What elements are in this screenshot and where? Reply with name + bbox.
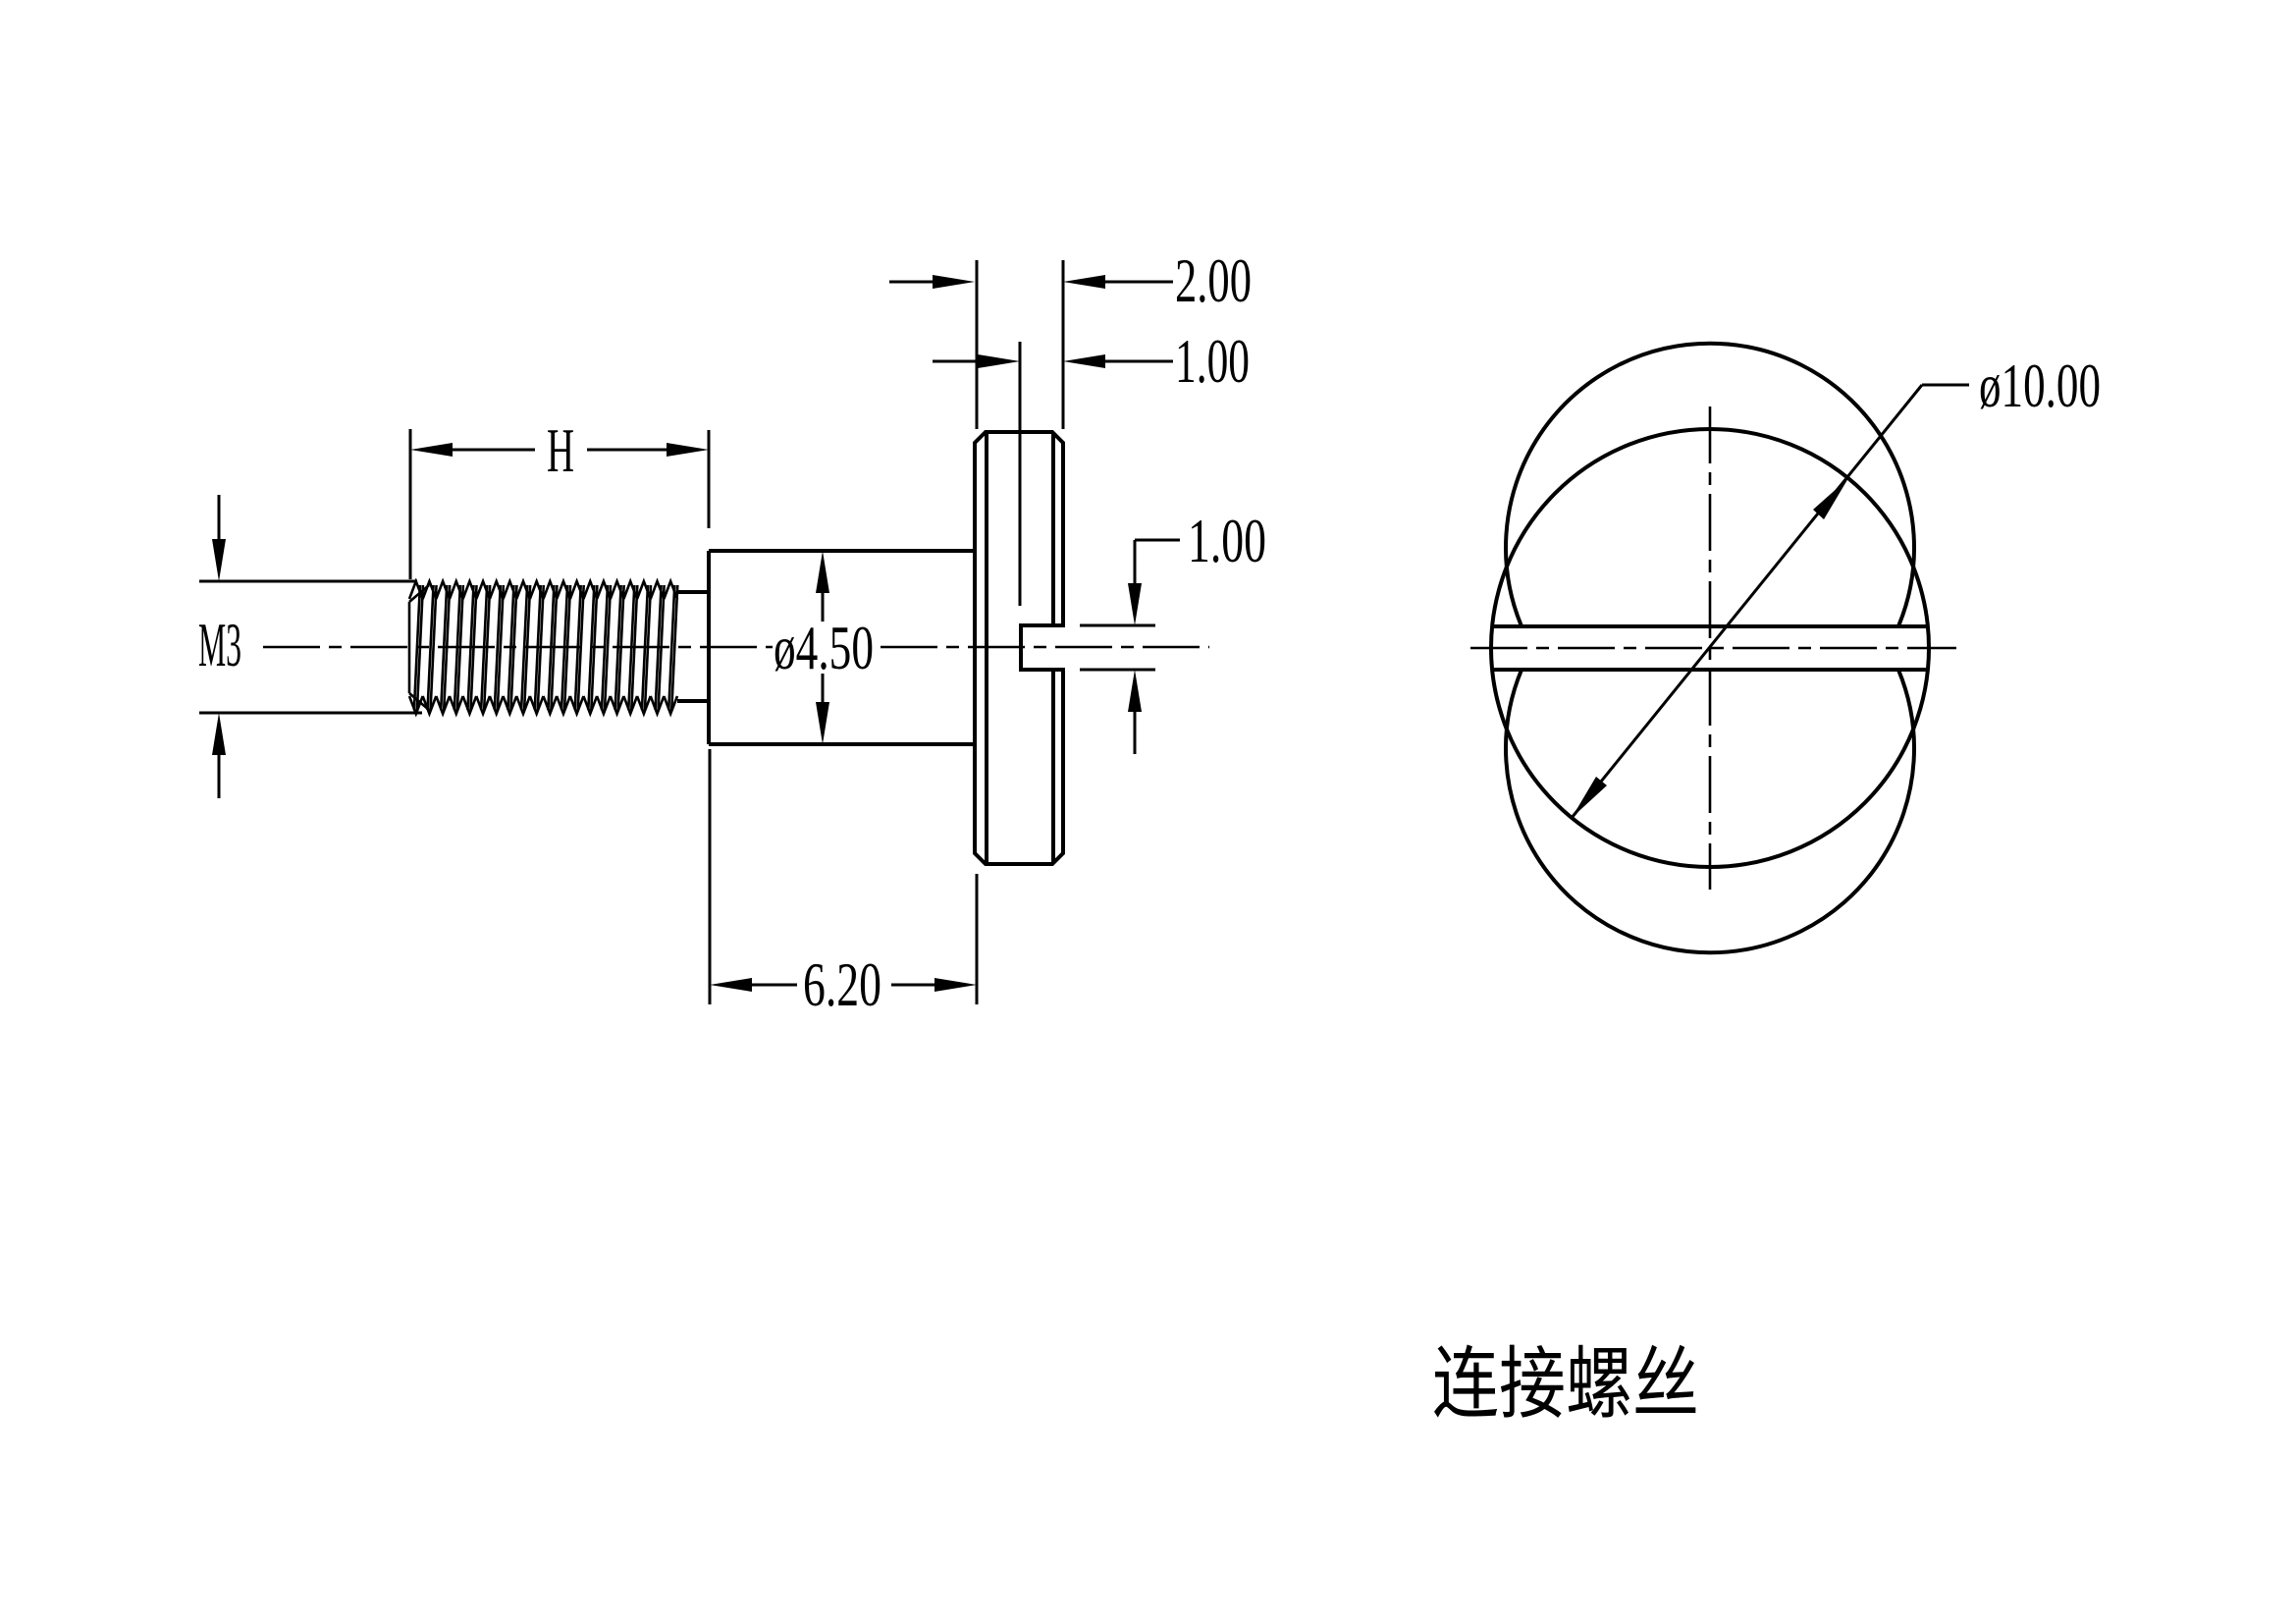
shank-length-label: 6.20 (803, 949, 881, 1019)
m3-thread-dimension: M3 (198, 495, 422, 798)
slot-width-dimension: 1.00 (1080, 506, 1266, 754)
arrowhead (1813, 478, 1848, 519)
shank-diameter-dimension: ø4.50 (774, 551, 874, 744)
arrowhead (1128, 583, 1142, 625)
arrowhead (1572, 777, 1607, 818)
arrowhead (816, 551, 829, 593)
arrowhead (978, 354, 1020, 368)
shank-length-dimension: 6.20 (708, 749, 979, 1019)
head-chamfer-circle-upper (1504, 341, 1916, 627)
head-outline (973, 430, 1065, 866)
threaded-section (407, 579, 709, 716)
head-thickness-dimension: 2.00 (889, 245, 1252, 429)
head-diameter-label: ø10.00 (1979, 351, 2101, 420)
arrowhead (1063, 275, 1105, 289)
arrowhead (212, 539, 226, 581)
side-view-dimensions: M3 H ø4.50 2.00 (198, 245, 1266, 1019)
thread-length-label: H (547, 415, 574, 485)
head-chamfer-circle-lower (1504, 669, 1916, 955)
arrowhead (667, 443, 709, 457)
slot-width-label: 1.00 (1188, 506, 1266, 575)
arrowhead (410, 443, 453, 457)
slot-depth-label: 1.00 (1175, 326, 1250, 396)
arrowhead (933, 275, 975, 289)
arrowhead (212, 713, 226, 755)
thread-length-dimension: H (408, 415, 711, 579)
shank-diameter-label: ø4.50 (774, 613, 874, 682)
arrowhead (710, 978, 752, 992)
head-diameter-dimension: ø10.00 (1570, 351, 2101, 819)
m3-label: M3 (198, 610, 241, 679)
slot-depth-dimension: 1.00 (933, 326, 1250, 606)
head-thickness-label: 2.00 (1175, 245, 1252, 315)
arrowhead (1128, 670, 1142, 712)
arrowhead (934, 978, 977, 992)
front-view: ø10.00 (1470, 341, 2101, 955)
drawing-caption: 连接螺丝 (1432, 1342, 1699, 1429)
arrowhead (1063, 354, 1105, 368)
side-view (263, 430, 1209, 866)
arrowhead (816, 702, 829, 744)
